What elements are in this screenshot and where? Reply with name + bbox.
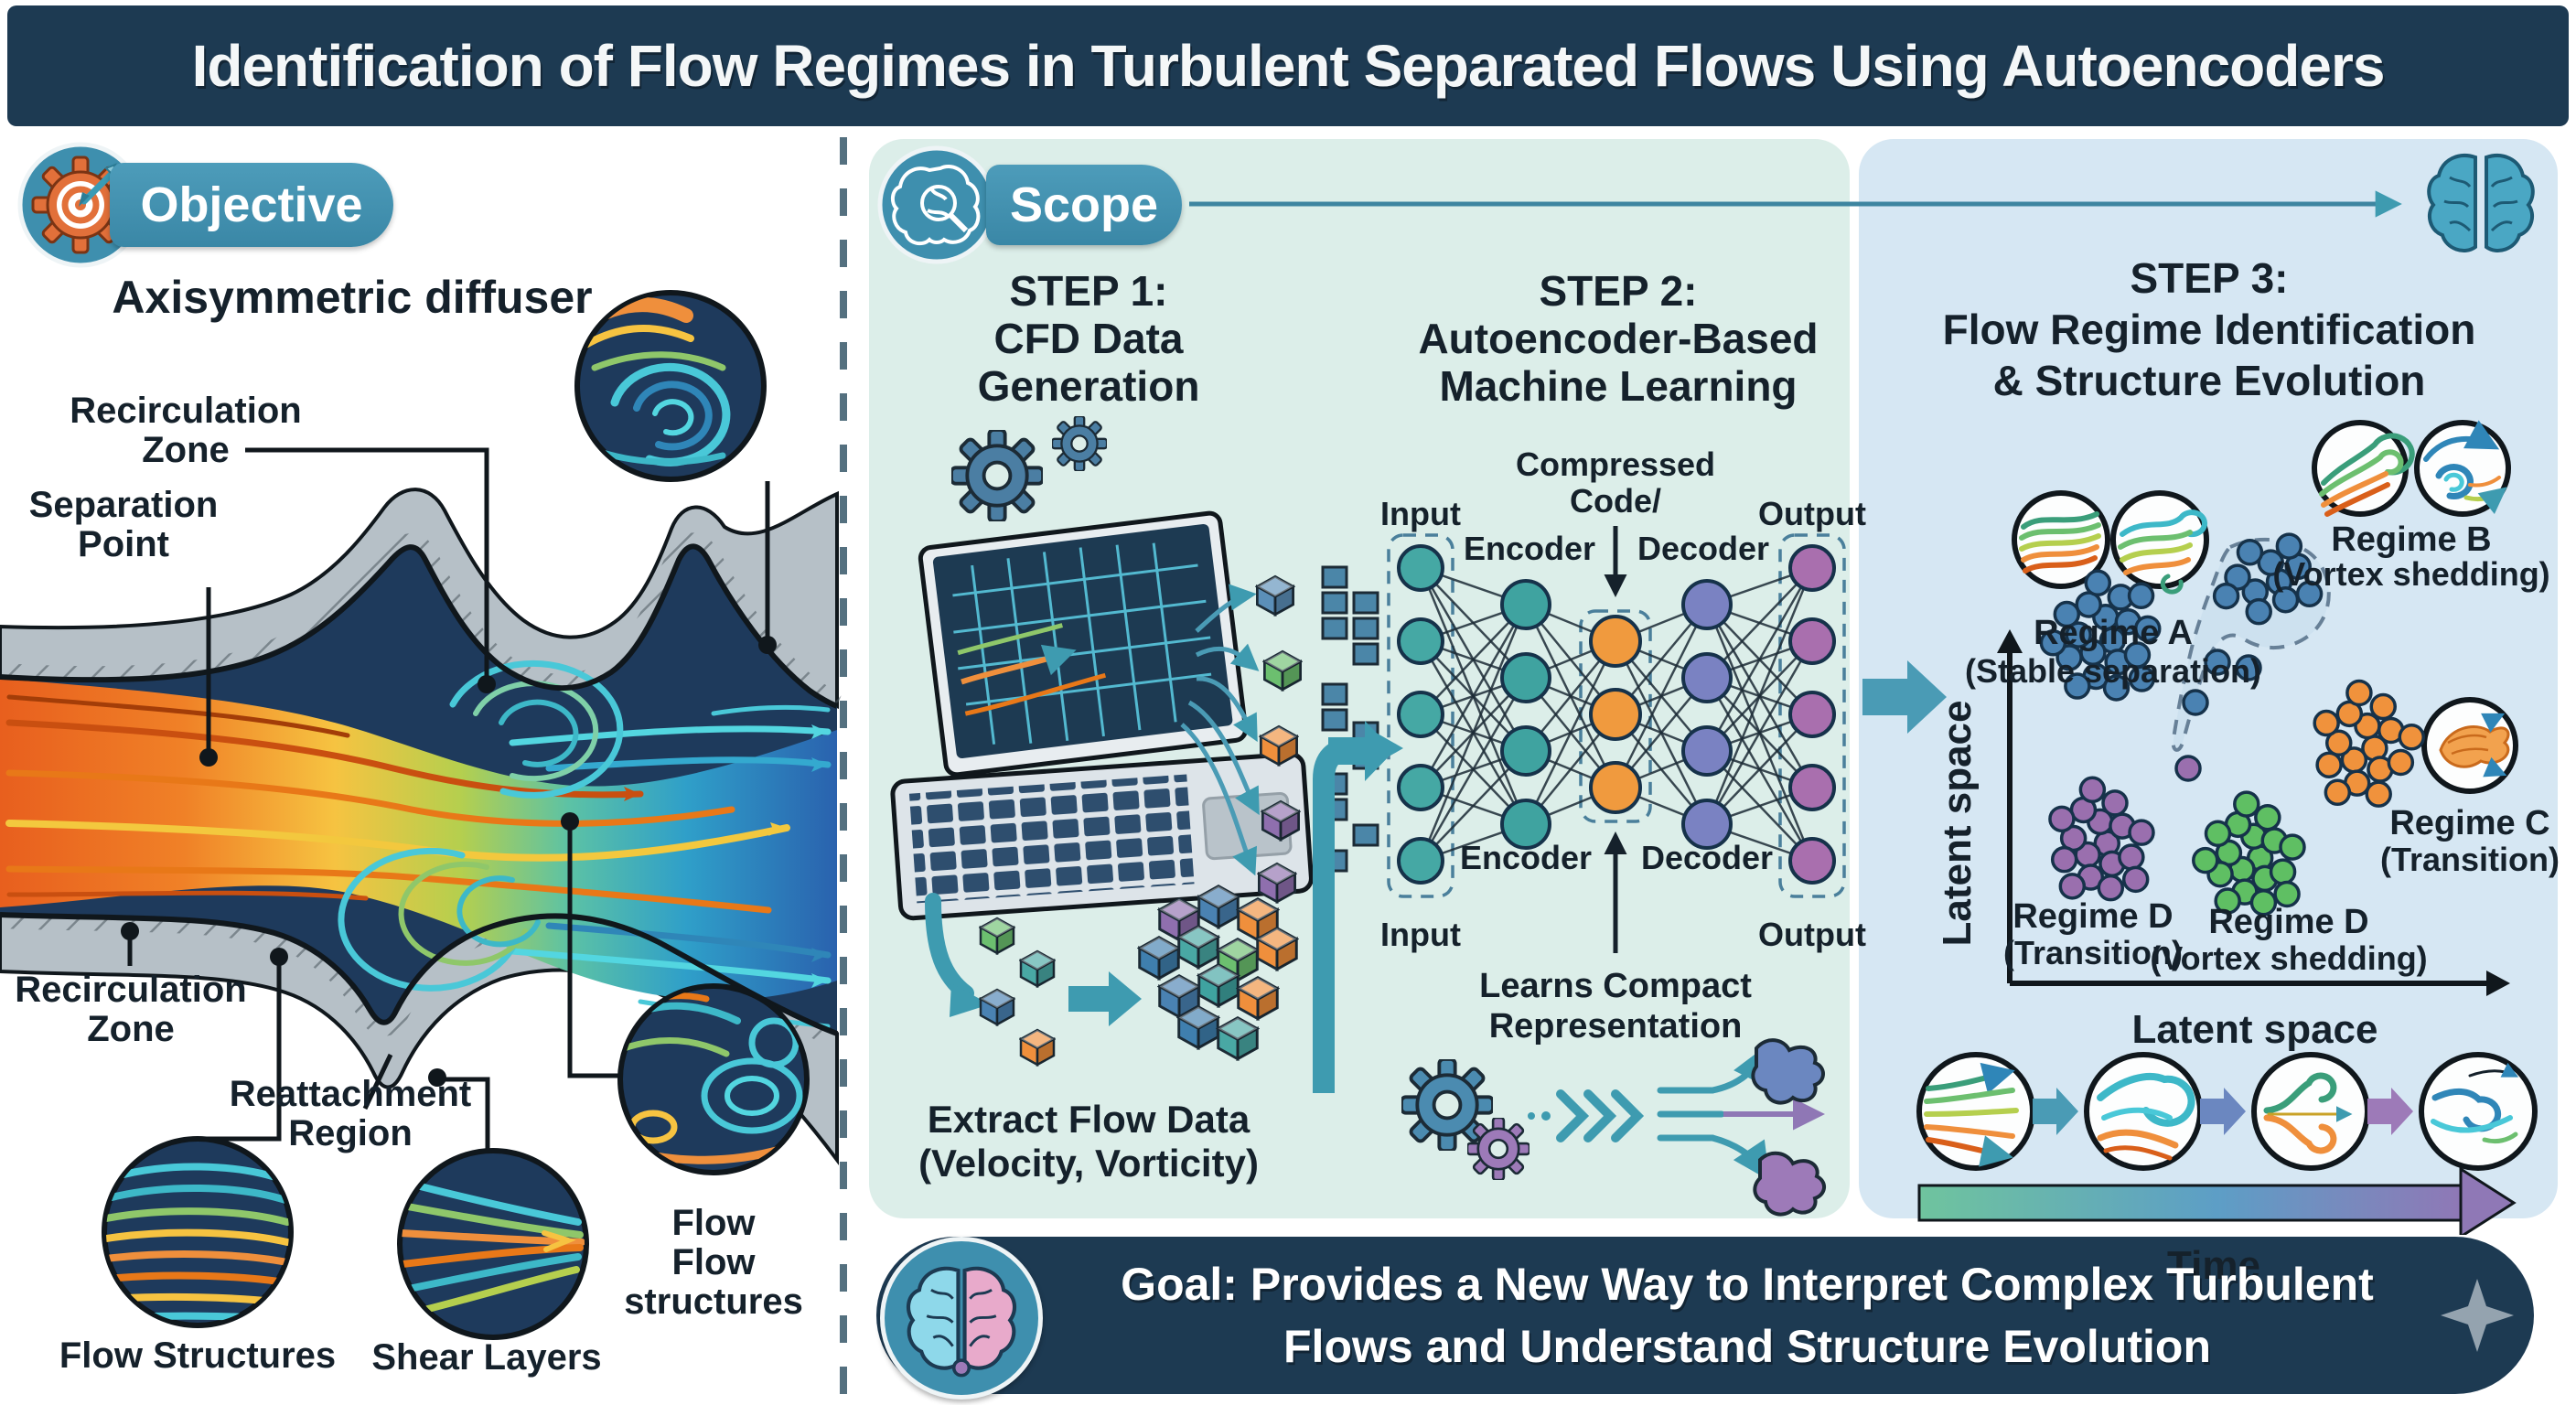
shear-layers-label: Shear Layers xyxy=(371,1337,602,1378)
regime-c-desc: (Transition) xyxy=(2380,841,2560,878)
separation-point-label: Point xyxy=(78,524,169,564)
separation-point-label: Separation xyxy=(28,485,219,525)
learns-compact-note: Learns Compact xyxy=(1479,967,1752,1005)
regime-b-name: Regime B xyxy=(2331,520,2492,559)
inset-shear-layers xyxy=(397,1148,589,1340)
recirculation-vortex-top xyxy=(449,660,624,799)
autoencoder-static xyxy=(1328,526,1947,1217)
flow-structures-right-label: structures xyxy=(624,1282,803,1322)
flow-structures-right-label: Flow xyxy=(671,1203,756,1243)
latent-space-y-axis-label: Latent space xyxy=(1935,700,1980,947)
title-banner: Identification of Flow Regimes in Turbul… xyxy=(7,5,2569,126)
step2-title: Autoencoder-Based xyxy=(1418,315,1819,362)
encoder-bottom-label: Encoder xyxy=(1459,839,1593,876)
step1-caption: Extract Flow Data xyxy=(927,1098,1250,1141)
time-arrow xyxy=(1917,1184,2463,1222)
panel-divider xyxy=(840,137,847,1400)
output-bottom-label: Output xyxy=(1758,916,1866,953)
input-bottom-label: Input xyxy=(1380,916,1461,953)
step2-title: STEP 2: xyxy=(1539,267,1698,315)
regime-c-name: Regime C xyxy=(2389,804,2550,842)
compressed-code-label: Code/ xyxy=(1569,482,1662,520)
scope-badge: Scope xyxy=(986,165,1182,245)
objective-badge: Objective xyxy=(110,163,393,247)
time-label: Time xyxy=(2167,1243,2260,1288)
regime-d1-desc: (Transition) xyxy=(2003,934,2183,971)
flow-split-icon xyxy=(1657,1038,1826,1217)
sparkle-icon xyxy=(2441,1279,2514,1352)
regime-d2-name: Regime D xyxy=(2208,903,2369,941)
compressed-code-label: Compressed xyxy=(1515,445,1716,483)
reattachment-region-label: Reattachment xyxy=(229,1074,472,1114)
recirculation-zone-top-label: Recirculation xyxy=(70,391,302,431)
objective-badge-label: Objective xyxy=(140,177,363,232)
regime-c-structure-icon xyxy=(2439,713,2510,778)
regime-d2-desc: (Vortex shedding) xyxy=(2150,939,2428,977)
regime-a-name: Regime A xyxy=(2034,614,2193,652)
goal-line-2: Flows and Understand Structure Evolution xyxy=(1283,1321,2211,1372)
leader-dots xyxy=(121,636,777,1087)
brain-icon xyxy=(2427,154,2535,252)
latent-space-x-axis-label: Latent space xyxy=(2131,1007,2378,1052)
step3-title: Flow Regime Identification xyxy=(1942,306,2476,353)
encoder-top-label: Encoder xyxy=(1463,530,1596,567)
step1-title: CFD Data xyxy=(993,315,1184,362)
step1-graphic xyxy=(890,415,1403,1093)
step1-title: Generation xyxy=(977,362,1200,410)
scope-badge-label: Scope xyxy=(1009,177,1159,232)
flow-data-cube-stack xyxy=(1138,885,1298,1061)
goal-banner xyxy=(876,1237,2534,1394)
decoder-bottom-label: Decoder xyxy=(1640,839,1774,876)
reattachment-region-label: Region xyxy=(288,1113,413,1153)
diffuser-heading: Axisymmetric diffuser xyxy=(112,272,593,323)
decoder-top-label: Decoder xyxy=(1637,530,1770,567)
step3-title: & Structure Evolution xyxy=(1992,357,2426,404)
recirculation-zone-bottom-label: Recirculation xyxy=(15,970,247,1010)
step3-title: STEP 3: xyxy=(2130,254,2289,302)
input-top-label: Input xyxy=(1380,495,1461,532)
learns-compact-note: Representation xyxy=(1488,1007,1743,1046)
recirculation-zone-bottom-label: Zone xyxy=(87,1009,175,1049)
output-top-label: Output xyxy=(1758,495,1866,532)
recirculation-zone-top-label: Zone xyxy=(142,430,230,470)
step1-title: STEP 1: xyxy=(1009,267,1168,315)
laptop-icon xyxy=(918,510,1249,778)
colorful-brain-icon xyxy=(906,1266,1017,1378)
brain-magnifier-icon xyxy=(877,145,996,264)
step1-caption: (Velocity, Vorticity) xyxy=(918,1142,1259,1185)
goal-statement: Goal: Provides a New Way to Interpret Co… xyxy=(1061,1237,2433,1394)
time-evolution-row xyxy=(1916,1052,2538,1235)
goal-line-1: Goal: Provides a New Way to Interpret Co… xyxy=(1121,1259,2374,1310)
regime-b-desc: (Vortex shedding) xyxy=(2272,555,2550,593)
step3-static xyxy=(1916,420,2538,1235)
regime-d1-name: Regime D xyxy=(2012,897,2174,936)
flow-structures-right-label: Flow xyxy=(671,1242,756,1282)
flow-structures-label: Flow Structures xyxy=(59,1335,337,1376)
step2-title: Machine Learning xyxy=(1439,362,1798,410)
recirculation-vortex-bottom xyxy=(338,847,541,992)
step3-panel xyxy=(1859,139,2558,1218)
goal-brain-badge xyxy=(880,1237,1043,1400)
inset-vortex-detail xyxy=(574,290,767,482)
scope-art xyxy=(877,145,2538,1235)
inset-flow-structures xyxy=(102,1136,294,1328)
regime-a-desc: (Stable separation) xyxy=(1964,652,2262,690)
page-title: Identification of Flow Regimes in Turbul… xyxy=(191,33,2386,99)
diffuser-flow-figure xyxy=(0,142,842,1340)
inset-flow-structures-right xyxy=(617,983,810,1175)
